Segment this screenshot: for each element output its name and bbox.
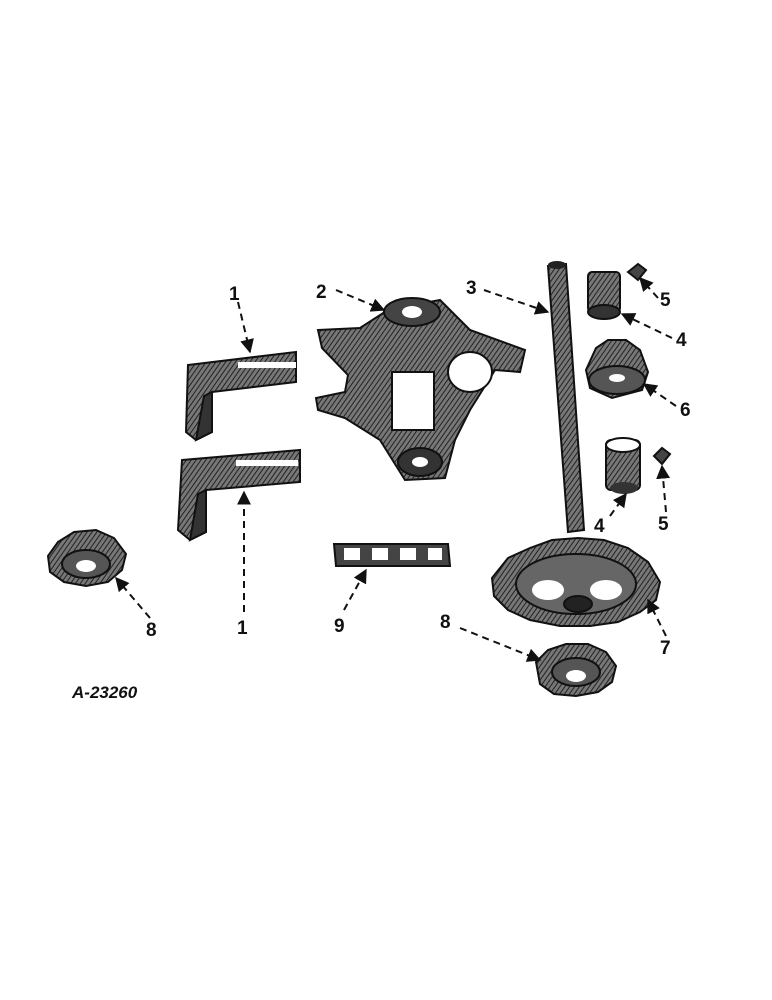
bushing-part-4-upper — [587, 271, 621, 320]
leader-1-upper — [237, 301, 254, 354]
pin-part-5-lower — [652, 446, 672, 466]
leader-5-upper — [639, 276, 659, 299]
housing-part-2 — [314, 297, 527, 482]
callout-6: 6 — [680, 400, 691, 421]
leader-4-upper — [620, 313, 673, 339]
callout-5-lower: 5 — [658, 514, 669, 535]
callout-1-upper: 1 — [229, 284, 240, 305]
shaft-part-3 — [546, 261, 586, 534]
small-sprocket-part-8-left — [46, 528, 128, 588]
leader-9 — [343, 568, 367, 611]
callout-4-lower: 4 — [594, 516, 605, 537]
callout-7: 7 — [660, 638, 671, 659]
leader-3 — [483, 289, 550, 315]
figure-id: A-23260 — [71, 683, 138, 702]
callout-2: 2 — [316, 282, 327, 303]
leader-5-lower — [656, 464, 671, 513]
leader-4-lower — [609, 492, 627, 517]
callout-4-upper: 4 — [676, 330, 687, 351]
leader-8-left — [115, 576, 151, 619]
small-sprocket-part-8-right — [534, 643, 618, 698]
callout-1-lower: 1 — [237, 618, 248, 639]
bushing-part-4-lower — [605, 437, 641, 494]
large-sprocket-part-7 — [490, 536, 662, 627]
callout-9: 9 — [334, 616, 345, 637]
leader-6 — [642, 383, 677, 407]
bracket-part-1-lower — [176, 448, 301, 542]
chain-part-9 — [332, 543, 452, 567]
callout-8-right: 8 — [440, 612, 451, 633]
bevel-gear-part-6 — [584, 339, 650, 400]
callout-5-upper: 5 — [660, 290, 671, 311]
callout-8-left: 8 — [146, 620, 157, 641]
leader-2 — [335, 289, 386, 312]
callout-3: 3 — [466, 278, 477, 299]
pin-part-5-upper — [626, 262, 648, 282]
leader-7 — [647, 598, 667, 637]
leader-8-right — [459, 627, 542, 662]
bracket-part-1-upper — [184, 350, 297, 442]
